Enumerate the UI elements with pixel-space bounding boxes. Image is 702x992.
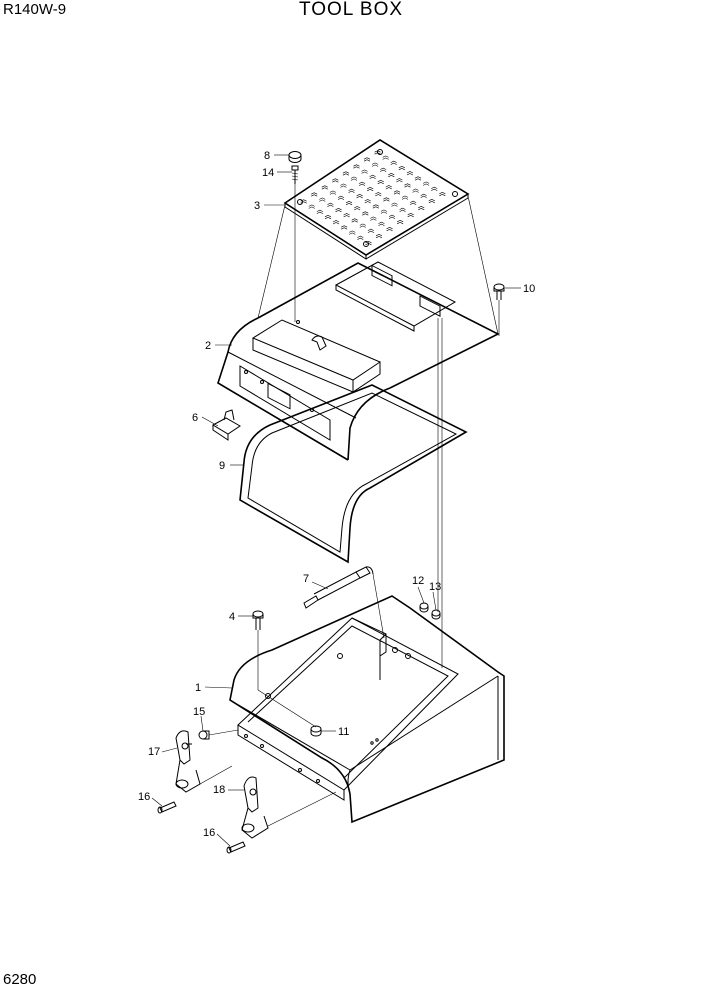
- callout-14: 14: [262, 167, 274, 179]
- callout-2: 2: [205, 340, 211, 352]
- nut-part-12: [419, 602, 429, 613]
- gas-spring-part: [303, 566, 374, 609]
- box-body-part: [229, 595, 505, 824]
- bushing-part: [198, 730, 210, 740]
- latch-part: [211, 409, 241, 441]
- bolt-part-4: [252, 610, 264, 630]
- callout-4: 4: [229, 611, 235, 623]
- page-title: TOOL BOX: [298, 0, 404, 20]
- callout-10: 10: [523, 283, 535, 295]
- nut-part-13: [431, 609, 441, 620]
- callout-18: 18: [213, 784, 225, 796]
- callout-11: 11: [338, 726, 349, 738]
- callout-6: 6: [192, 412, 198, 424]
- mat-part: [283, 139, 470, 260]
- callout-16b: 16: [203, 827, 215, 839]
- seal-part: [239, 384, 468, 564]
- bolt-part-16b: [226, 841, 246, 854]
- bolt-part-upper: [493, 283, 505, 300]
- callout-3: 3: [254, 200, 260, 212]
- callout-8: 8: [264, 150, 270, 162]
- callout-1: 1: [195, 682, 201, 694]
- hinge-part-17: [175, 730, 201, 793]
- bolt-part-16a: [157, 801, 177, 814]
- nut-part-11: [310, 725, 322, 737]
- callout-9: 9: [219, 460, 225, 472]
- callout-16a: 16: [138, 791, 150, 803]
- screw-part: [291, 165, 299, 184]
- callout-12: 12: [412, 575, 424, 587]
- cap-part: [288, 151, 302, 163]
- assembly-lines: [199, 184, 500, 827]
- callout-13: 13: [429, 581, 441, 593]
- lid-part: [217, 261, 500, 461]
- callout-labels: 8 14 3 10 2 6 9 7 12 13 4 1 11 15 17 18 …: [138, 150, 535, 839]
- callout-7: 7: [303, 573, 309, 585]
- leader-lines: [151, 154, 521, 847]
- model-code: R140W-9: [3, 1, 67, 18]
- callout-15: 15: [193, 706, 205, 718]
- callout-17: 17: [148, 746, 160, 758]
- page-number: 6280: [3, 971, 37, 988]
- hinge-part-18: [241, 776, 269, 839]
